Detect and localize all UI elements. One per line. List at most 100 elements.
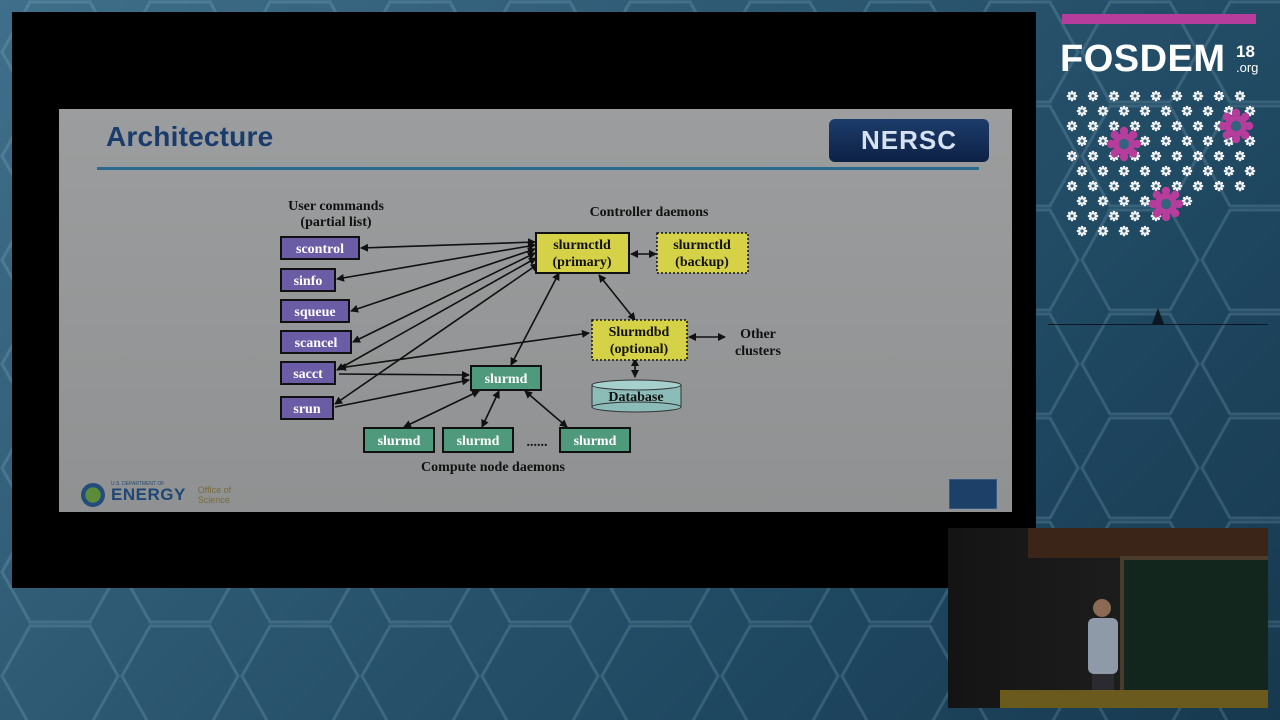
architecture-diagram: User commands (partial list) Controller … — [280, 199, 781, 475]
rocket-icon — [1152, 308, 1164, 324]
command-scontrol-label: scontrol — [296, 242, 344, 257]
gear-icon-63 — [1076, 195, 1088, 207]
gear-icon-75 — [1097, 225, 1109, 237]
gear-icon-22 — [1150, 120, 1162, 132]
command-sacct: sacct — [280, 361, 336, 385]
gear-icon-31 — [1160, 135, 1172, 147]
compute-node-daemons-label: Compute node daemons — [421, 460, 565, 475]
fosdem-divider — [1048, 324, 1268, 325]
gear-icon-44 — [1234, 150, 1246, 162]
gear-icon-59 — [1171, 180, 1183, 192]
fosdem-gears-graphic — [1066, 90, 1256, 324]
gear-icon-30 — [1139, 135, 1151, 147]
compute-node-3-label: slurmd — [574, 434, 617, 449]
gear-icon-8 — [1234, 90, 1246, 102]
user-commands-label: User commands — [288, 199, 384, 214]
gear-icon-5 — [1171, 90, 1183, 102]
gear-icon-19 — [1087, 120, 1099, 132]
compute-ellipsis: ...... — [527, 435, 548, 450]
gear-icon-21 — [1129, 120, 1141, 132]
slurmctld-primary-sublabel: (primary) — [552, 255, 611, 270]
database-label: Database — [608, 390, 663, 405]
gear-icon-35 — [1244, 135, 1256, 147]
slurmctld-primary-label: slurmctld — [553, 238, 611, 253]
gear-icon-46 — [1097, 165, 1109, 177]
fosdem-org: .org — [1236, 60, 1259, 75]
gear-icon-51 — [1202, 165, 1214, 177]
gear-icon-70 — [1087, 210, 1099, 222]
brick-wall — [1028, 528, 1268, 558]
slurmctld-backup: slurmctld (backup) — [656, 232, 749, 274]
slide: Architecture NERSC User commands (partia… — [59, 109, 1012, 512]
fosdem-wordmark: FOSDEM — [1060, 38, 1226, 80]
gear-icon-57 — [1129, 180, 1141, 192]
gear-icon-50 — [1181, 165, 1193, 177]
nersc-logo: NERSC — [829, 119, 989, 162]
fosdem-year: 18 — [1236, 42, 1255, 61]
gear-icon-58 — [1150, 180, 1162, 192]
slurmdbd-sublabel: (optional) — [610, 342, 669, 357]
gear-icon-53 — [1244, 165, 1256, 177]
gear-icon-52 — [1223, 165, 1235, 177]
gear-icon-74 — [1076, 225, 1088, 237]
compute-node-2-label: slurmd — [457, 434, 500, 449]
gear-icon-2 — [1108, 90, 1120, 102]
gear-icon-1 — [1087, 90, 1099, 102]
slurmctld-backup-label: slurmctld — [673, 238, 731, 253]
command-srun-label: srun — [293, 402, 320, 417]
database-cylinder: Database — [591, 379, 682, 413]
gear-icon-77 — [1139, 225, 1151, 237]
slurmd-main-label: slurmd — [485, 372, 528, 387]
gear-icon-3 — [1129, 90, 1141, 102]
gear-icon-18 — [1066, 120, 1078, 132]
slide-video-frame: Architecture NERSC User commands (partia… — [12, 12, 1036, 588]
gear-icon-accent-2 — [1218, 108, 1254, 144]
gear-icon-accent-3 — [1148, 186, 1184, 222]
command-sinfo-label: sinfo — [294, 274, 323, 289]
gear-icon-49 — [1160, 165, 1172, 177]
gear-icon-72 — [1129, 210, 1141, 222]
berkeley-lab-logo — [949, 479, 997, 509]
gear-icon-40 — [1150, 150, 1162, 162]
compute-node-3: slurmd — [559, 427, 631, 453]
gear-icon-56 — [1108, 180, 1120, 192]
compute-node-1: slurmd — [363, 427, 435, 453]
gear-icon-6 — [1192, 90, 1204, 102]
gear-icon-24 — [1192, 120, 1204, 132]
gear-icon-13 — [1160, 105, 1172, 117]
gear-icon-48 — [1139, 165, 1151, 177]
gear-icon-14 — [1181, 105, 1193, 117]
slurmctld-primary: slurmctld (primary) — [535, 232, 630, 274]
gear-icon-64 — [1097, 195, 1109, 207]
gear-icon-36 — [1066, 150, 1078, 162]
command-squeue-label: squeue — [294, 305, 335, 320]
command-scontrol: scontrol — [280, 236, 360, 260]
gear-icon-11 — [1118, 105, 1130, 117]
doe-office-line2: Science — [197, 495, 230, 505]
gear-icon-47 — [1118, 165, 1130, 177]
gear-icon-28 — [1097, 135, 1109, 147]
compute-node-2: slurmd — [442, 427, 514, 453]
slide-title: Architecture — [106, 121, 274, 152]
command-sinfo: sinfo — [280, 268, 336, 292]
connection-arrows — [334, 238, 726, 428]
doe-logo: U.S. DEPARTMENT OF ENERGY Office of Scie… — [81, 481, 231, 507]
gear-icon-0 — [1066, 90, 1078, 102]
gear-icon-60 — [1192, 180, 1204, 192]
command-sacct-label: sacct — [293, 367, 323, 382]
gear-icon-42 — [1192, 150, 1204, 162]
gear-icon-69 — [1066, 210, 1078, 222]
gear-icon-4 — [1150, 90, 1162, 102]
gear-icon-41 — [1171, 150, 1183, 162]
command-scancel: scancel — [280, 330, 352, 354]
lectern-desk — [1000, 690, 1268, 708]
gear-icon-76 — [1118, 225, 1130, 237]
doe-seal-icon — [81, 483, 105, 507]
command-scancel-label: scancel — [295, 336, 338, 351]
doe-small-text: U.S. DEPARTMENT OF — [111, 481, 165, 487]
command-srun: srun — [280, 396, 334, 420]
gear-icon-55 — [1087, 180, 1099, 192]
gear-icon-61 — [1213, 180, 1225, 192]
user-commands-sublabel: (partial list) — [300, 215, 371, 230]
gear-icon-68 — [1181, 195, 1193, 207]
